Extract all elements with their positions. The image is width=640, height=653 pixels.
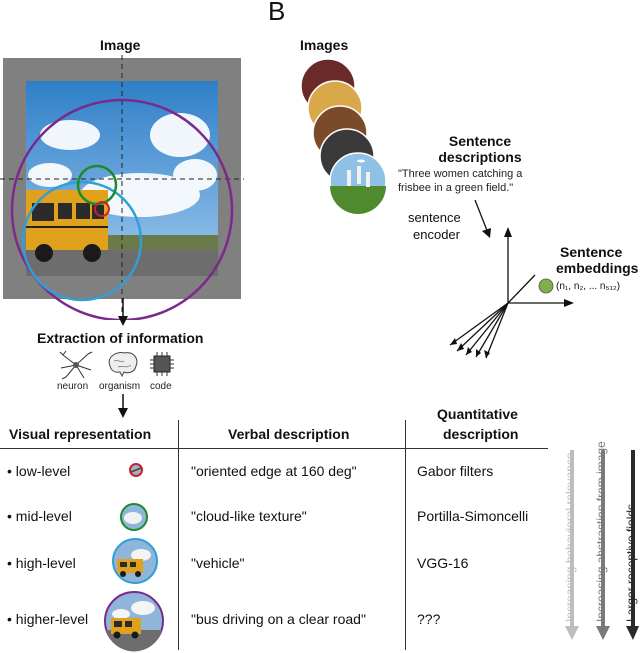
quote-line-1: "Three women catching a [398, 168, 523, 180]
sentence-desc-title-1: Sentence [448, 133, 512, 149]
encoder-label-2: encoder [413, 227, 460, 242]
sentence-desc-title-2: descriptions [438, 149, 522, 165]
label-abstraction: Increasing abstraction from image [594, 441, 608, 622]
mid-level-thumbnail [120, 503, 148, 531]
encoder-label-1: sentence [408, 210, 461, 225]
row-high-verbal: "vehicle" [191, 555, 245, 571]
header-quant-1: Quantitative [437, 406, 518, 422]
clouds [28, 113, 217, 217]
blue-receptive-field [21, 180, 143, 302]
row-mid-level: • mid-level [7, 508, 72, 524]
red-receptive-field [94, 201, 110, 217]
row-high-quant: VGG-16 [417, 555, 469, 571]
chip-icon [150, 352, 174, 376]
organism-label: organism [99, 381, 141, 392]
header-visual: Visual representation [9, 426, 152, 442]
image-title: Image [100, 37, 141, 53]
embedding-vector: (n₁, n₂, ... n₅₁₂) [556, 281, 621, 292]
emb-title-2: embeddings [556, 260, 639, 276]
extraction-title: Extraction of information [37, 330, 204, 346]
panel-letter: B [268, 0, 286, 26]
embedding-thumbnail [538, 278, 554, 294]
low-level-thumbnail [129, 463, 143, 477]
row-higher-quant: ??? [417, 611, 441, 627]
table-divider-2 [405, 420, 406, 650]
down-arrow-1 [118, 298, 128, 326]
image-stack [300, 58, 387, 214]
neuron-icon [59, 350, 93, 380]
quote-line-2: frisbee in a green field." [398, 182, 514, 194]
header-quant-2: description [443, 426, 519, 442]
high-level-thumbnail [112, 538, 158, 584]
higher-level-thumbnail [104, 591, 164, 652]
row-mid-quant: Portilla-Simoncelli [417, 508, 529, 524]
header-verbal: Verbal description [228, 426, 350, 442]
label-receptive-fields: Larger receptive fields [624, 503, 638, 622]
brain-icon [108, 352, 138, 378]
down-arrow-2 [118, 394, 128, 418]
row-mid-verbal: "cloud-like texture" [191, 508, 307, 524]
purple-receptive-field [10, 98, 234, 320]
row-low-quant: Gabor filters [417, 463, 494, 479]
receptive-field-image [0, 55, 244, 320]
images-title: Images [300, 37, 349, 53]
row-higher-level: • higher-level [7, 611, 89, 627]
side-arrows [565, 450, 639, 640]
code-label: code [150, 381, 172, 392]
emb-title-1: Sentence [560, 244, 623, 260]
table-divider-1 [178, 420, 179, 650]
embedding-axes [449, 199, 574, 359]
neuron-label: neuron [57, 381, 89, 392]
frisbee-photo [329, 152, 387, 214]
label-behavioral-relevance: Increasing behavioral relevance [563, 452, 577, 622]
table-header-rule [0, 448, 548, 449]
row-higher-verbal: "bus driving on a clear road" [191, 611, 366, 627]
row-low-verbal: "oriented edge at 160 deg" [191, 463, 357, 479]
row-low-level: • low-level [7, 463, 71, 479]
row-high-level: • high-level [7, 555, 76, 571]
